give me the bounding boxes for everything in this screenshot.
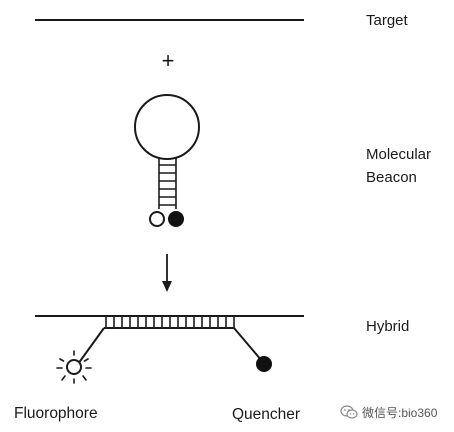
fluorophore-label: Fluorophore <box>14 405 98 422</box>
target-label: Target <box>366 12 408 29</box>
beacon-fluorophore <box>149 211 165 227</box>
glowing-fluorophore-icon <box>56 350 92 384</box>
fluorophore-arm <box>77 327 105 365</box>
watermark: 微信号:bio360 <box>340 403 437 421</box>
plus-sign: + <box>162 48 175 73</box>
quencher-arm <box>233 327 263 362</box>
molecular-beacon-label-line1: Molecular <box>366 146 432 163</box>
hybrid-base-pairs <box>105 316 235 328</box>
wechat-icon <box>340 404 358 419</box>
down-arrow-icon <box>162 254 172 292</box>
beacon-loop <box>134 94 200 160</box>
beacon-stem <box>158 157 177 209</box>
hybrid-quencher <box>256 356 272 372</box>
quencher-label: Quencher <box>232 406 301 423</box>
beacon-quencher <box>168 211 184 227</box>
hybrid-label: Hybrid <box>366 318 410 335</box>
molecular-beacon-label-line2: Beacon <box>366 169 417 186</box>
watermark-text: 微信号:bio360 <box>362 405 438 420</box>
